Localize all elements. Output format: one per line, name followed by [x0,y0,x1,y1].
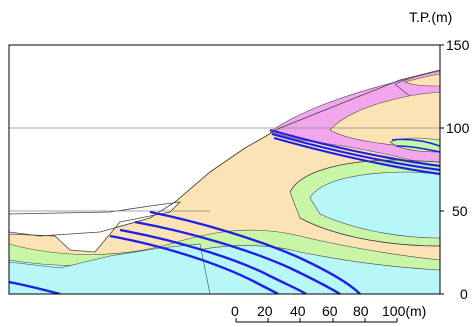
sand-lens-top [404,73,440,87]
sand-lens-upper [329,91,440,151]
layer-outlines [9,69,440,247]
tick-label-50: 50 [452,203,468,219]
excavation-cut [9,201,182,253]
upper-seams [269,128,440,176]
scale-label-60: 60 [322,303,338,319]
scale-bar: 0 20 40 60 80 100(m) [231,303,426,323]
axis-unit-label: T.P.(m) [409,9,452,25]
cyan-left-pocket [9,243,211,294]
tick-label-0: 0 [460,286,468,302]
tick-label-100: 100 [446,120,470,136]
scale-label-0: 0 [231,303,239,319]
scale-label-100m: 100(m) [382,303,426,319]
lower-seams [9,210,361,294]
upper-fold-seams [391,138,440,153]
tick-label-150: 150 [446,37,470,53]
plot-frame [8,44,441,295]
scale-label-40: 40 [290,303,306,319]
elevation-axis: T.P.(m) 150 100 50 0 [409,9,470,302]
green-lens [389,137,440,153]
scale-label-20: 20 [257,303,273,319]
strata-group [9,69,440,294]
cyan-fold [309,171,440,239]
scale-label-80: 80 [353,303,369,319]
